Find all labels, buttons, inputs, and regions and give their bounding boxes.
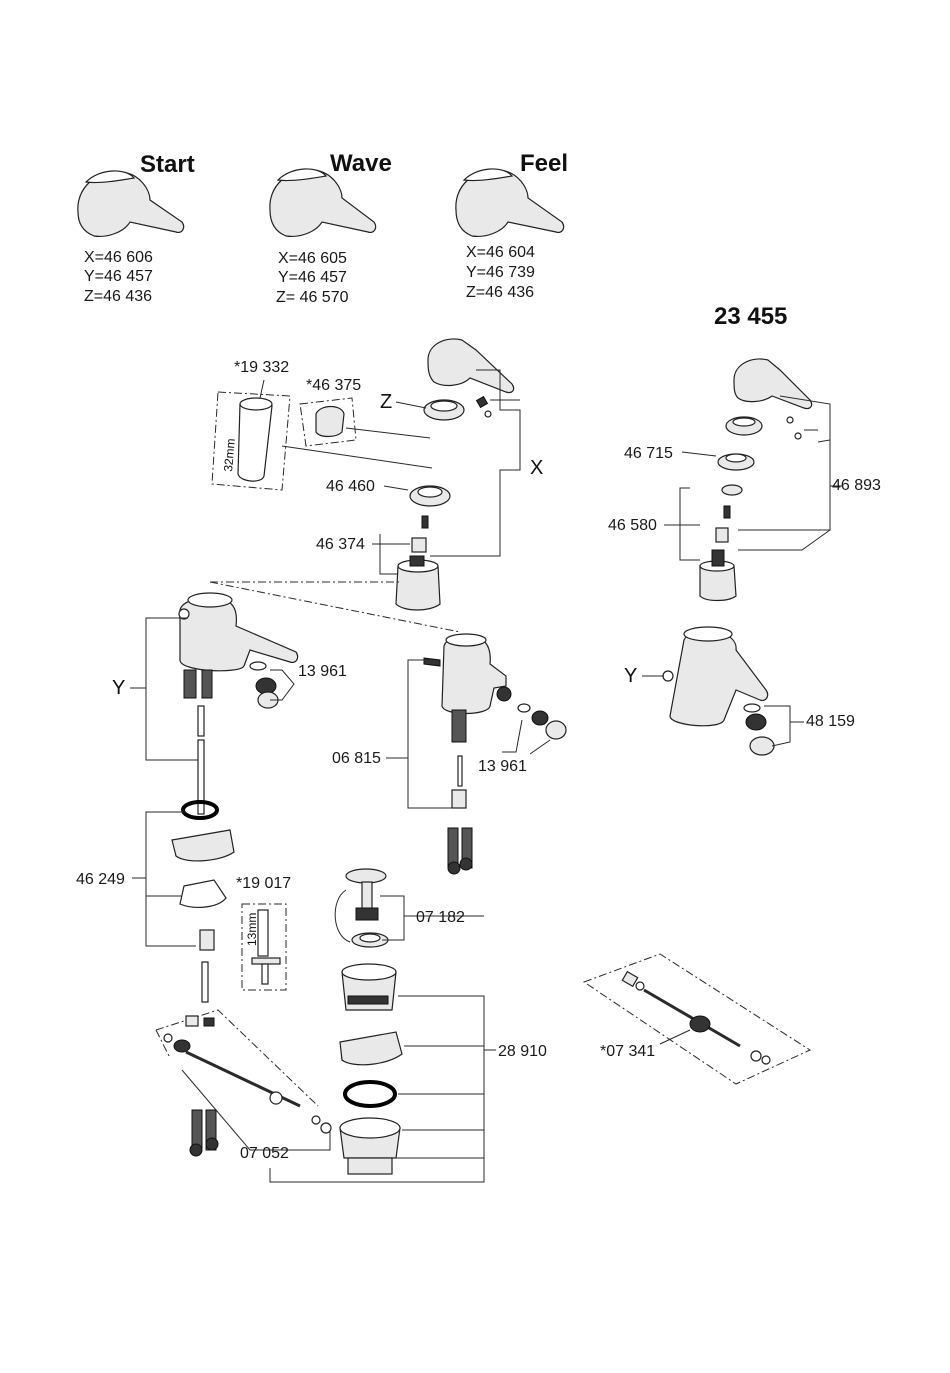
drain-plug-icon	[335, 869, 388, 947]
part-07052: 07 052	[156, 1010, 331, 1162]
part-label-46374: 46 374	[316, 536, 365, 553]
handle-name-feel: Feel	[520, 150, 568, 177]
handle-variant-feel: Feel X=46 604 Y=46 739 Z=46 436	[456, 150, 568, 301]
handle-variant-wave: Wave X=46 605 Y=46 457 Z= 46 570	[270, 150, 392, 306]
part-46715: 46 715	[624, 445, 754, 470]
aerator-icon	[518, 704, 566, 739]
letter-z: Z	[380, 391, 392, 413]
handle-name-wave: Wave	[330, 150, 392, 177]
lever-handle-icon	[456, 169, 564, 236]
bidet-body-icon	[424, 634, 511, 742]
handle-code-y: Y=46 739	[466, 264, 535, 281]
handle-name-start: Start	[140, 151, 195, 178]
part-label-19017: *19 017	[236, 875, 291, 892]
letter-x: X	[530, 457, 543, 479]
letter-y-right: Y	[624, 665, 637, 687]
part-label-13961-center: 13 961	[478, 758, 527, 775]
handle-code-x: X=46 605	[278, 250, 347, 267]
faucet-body-icon	[179, 593, 298, 698]
part-label-46893: 46 893	[832, 477, 881, 494]
part-46249: 46 249	[76, 802, 234, 1002]
part-07341: *07 341	[584, 954, 810, 1084]
lever-handle-icon	[428, 339, 514, 393]
lever-handle-icon	[734, 359, 812, 409]
o-ring-icon	[424, 400, 464, 420]
part-label-46249: 46 249	[76, 871, 125, 888]
part-label-46715: 46 715	[624, 445, 673, 462]
part-label-46375: *46 375	[306, 377, 361, 394]
aerator-icon	[744, 704, 774, 755]
lever-handle-icon	[78, 171, 184, 236]
handle-code-x: X=46 604	[466, 244, 535, 261]
tool-19332: 32mm *19 332	[212, 359, 290, 490]
dimension-32mm: 32mm	[221, 438, 238, 472]
hose-icon	[190, 1110, 218, 1156]
screw-icon	[477, 397, 491, 417]
lever-handle-icon	[270, 169, 376, 236]
cartridge-icon	[700, 550, 736, 601]
part-label-07341: *07 341	[600, 1043, 655, 1060]
part-label-19332: *19 332	[234, 359, 289, 376]
part-28910	[340, 964, 402, 1174]
part-label-46580: 46 580	[608, 517, 657, 534]
model-number: 23 455	[714, 303, 787, 330]
handle-code-z: Z= 46 570	[276, 289, 349, 306]
cartridge-icon	[396, 556, 440, 610]
letter-y-left: Y	[112, 677, 125, 699]
aerator-icon	[250, 662, 278, 708]
part-label-48159: 48 159	[806, 713, 855, 730]
part-label-28910: 28 910	[498, 1043, 547, 1060]
o-ring-icon	[726, 417, 762, 435]
handle-code-y: Y=46 457	[84, 268, 153, 285]
part-46460: 46 460	[326, 478, 450, 506]
handle-variant-start: Start X=46 606 Y=46 457 Z=46 436	[78, 151, 195, 305]
tool-19017: 13mm *19 017	[236, 875, 291, 990]
handle-code-z: Z=46 436	[84, 288, 152, 305]
part-label-46460: 46 460	[326, 478, 375, 495]
part-46375: *46 375	[300, 377, 361, 446]
part-46580: 46 580	[608, 488, 730, 560]
pop-up-rod	[198, 706, 204, 814]
part-label-07182: 07 182	[416, 909, 465, 926]
handle-code-x: X=46 606	[84, 249, 153, 266]
hose-icon	[448, 828, 472, 874]
handle-code-y: Y=46 457	[278, 269, 347, 286]
part-label-13961-left: 13 961	[298, 663, 347, 680]
dimension-13mm: 13mm	[245, 913, 259, 946]
handle-code-z: Z=46 436	[466, 284, 534, 301]
part-label-06815: 06 815	[332, 750, 381, 767]
part-label-07052: 07 052	[240, 1145, 289, 1162]
